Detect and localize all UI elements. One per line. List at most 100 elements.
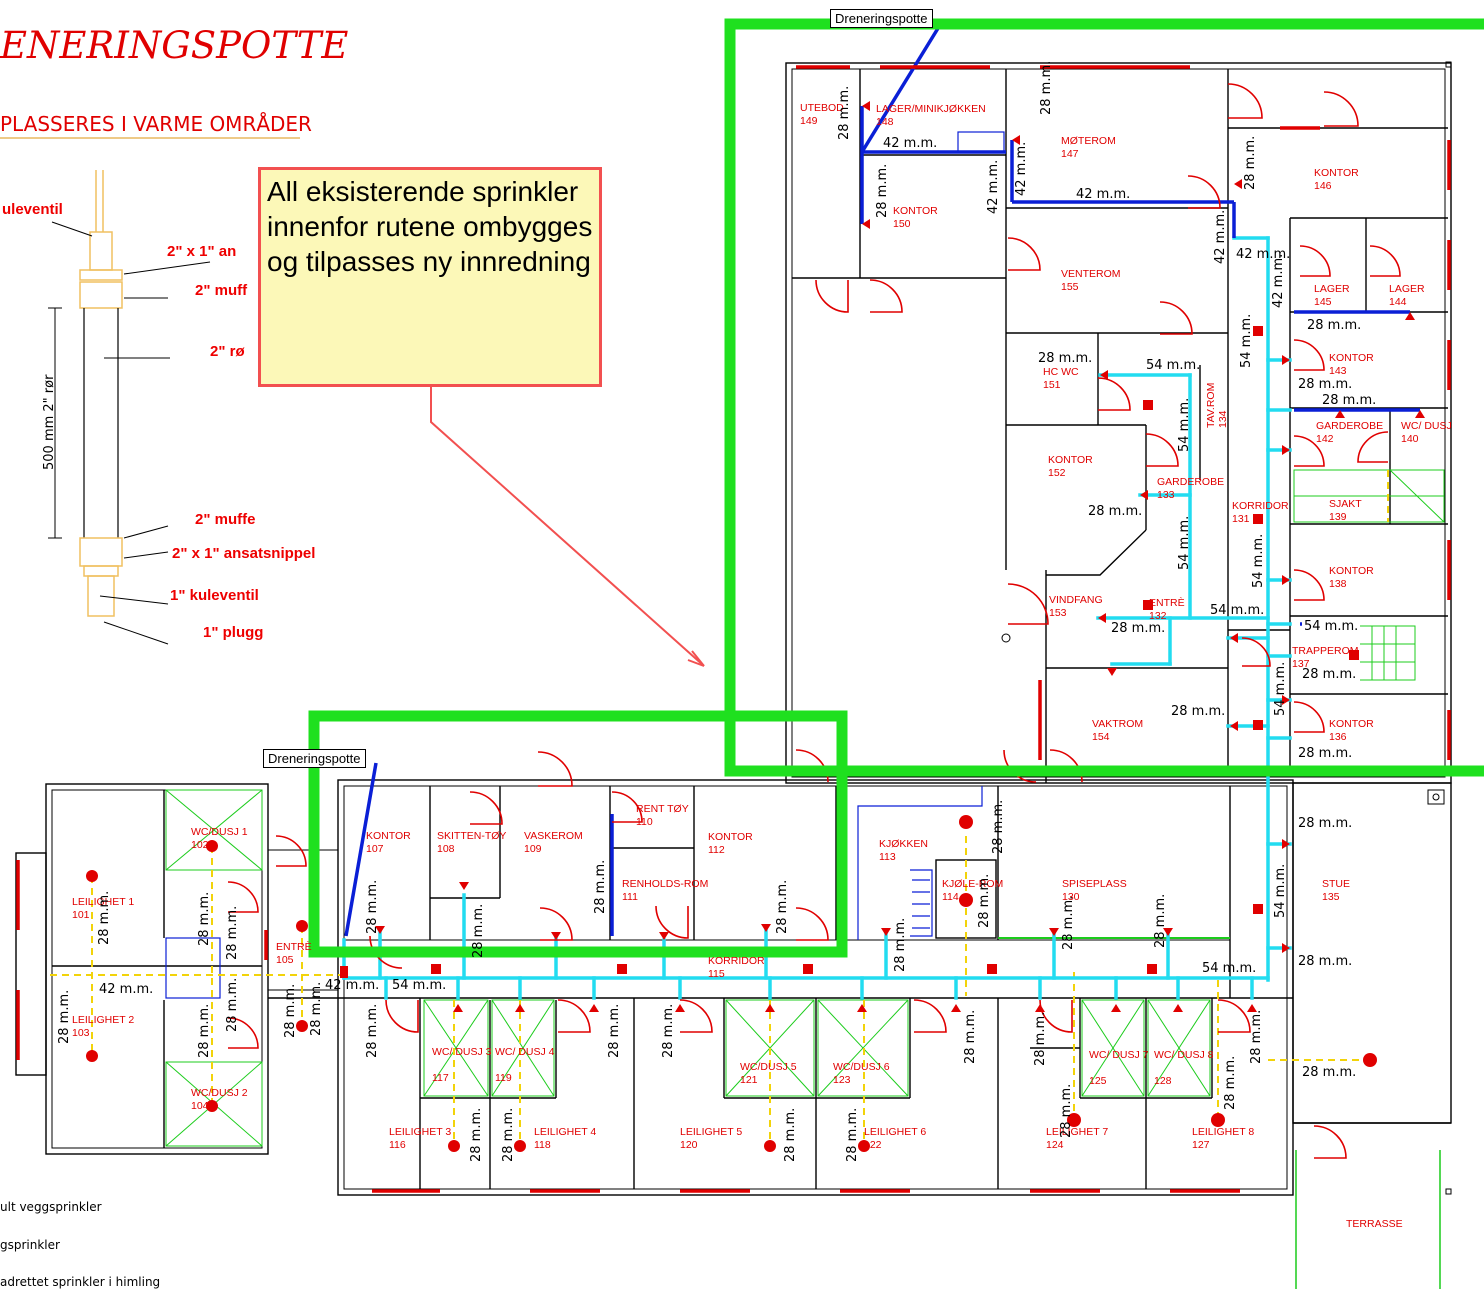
svg-text:28 m.m.: 28 m.m.: [1243, 136, 1258, 190]
svg-text:28 m.m.: 28 m.m.: [1302, 667, 1356, 682]
svg-text:54 m.m.: 54 m.m.: [1146, 358, 1200, 373]
blue-pipes: [344, 24, 1420, 937]
svg-text:42 m.m.: 42 m.m.: [1271, 254, 1286, 308]
svg-text:28 m.m.: 28 m.m.: [197, 1004, 212, 1058]
svg-text:ult veggsprinkler: ult veggsprinkler: [0, 1200, 102, 1214]
wet-rooms: [165, 469, 1445, 1289]
svg-text:42 m.m.: 42 m.m.: [1236, 247, 1290, 262]
svg-text:28 m.m.: 28 m.m.: [1298, 746, 1352, 761]
svg-text:54 m.m.: 54 m.m.: [1304, 619, 1358, 634]
svg-text:28 m.m.: 28 m.m.: [837, 86, 852, 140]
svg-text:54 m.m.: 54 m.m.: [1273, 662, 1288, 716]
svg-text:28 m.m.: 28 m.m.: [1088, 504, 1142, 519]
svg-text:28 m.m.: 28 m.m.: [57, 990, 72, 1044]
svg-text:28 m.m.: 28 m.m.: [963, 1010, 978, 1064]
detail-vertical-label: 500 mm 2" rør: [42, 374, 57, 470]
svg-text:28 m.m.: 28 m.m.: [893, 918, 908, 972]
zone-upper: [724, 18, 1484, 777]
legend: ult veggsprinkler gsprinkler adrettet sp…: [0, 1200, 160, 1289]
svg-text:28 m.m.: 28 m.m.: [1298, 954, 1352, 969]
svg-text:28 m.m.: 28 m.m.: [365, 1004, 380, 1058]
svg-text:28 m.m.: 28 m.m.: [775, 880, 790, 934]
svg-text:gsprinkler: gsprinkler: [0, 1238, 60, 1252]
note-arrow: [430, 387, 705, 667]
windows: [16, 65, 1451, 1193]
detail-label-1: uleventil: [2, 201, 63, 218]
svg-text:28 m.m.: 28 m.m.: [469, 1108, 484, 1162]
note-text: All eksisterende sprinkler innenfor rute…: [267, 176, 593, 277]
svg-text:28 m.m.: 28 m.m.: [1059, 1084, 1074, 1138]
svg-text:54 m.m.: 54 m.m.: [1273, 864, 1288, 918]
svg-text:42 m.m.: 42 m.m.: [986, 160, 1001, 214]
note-box: All eksisterende sprinkler innenfor rute…: [258, 167, 602, 387]
callout-dreneringspotte-top: Dreneringspotte: [830, 9, 933, 28]
doors: [227, 83, 1401, 1159]
svg-text:28 m.m.: 28 m.m.: [225, 906, 240, 960]
svg-text:54 m.m.: 54 m.m.: [1210, 603, 1264, 618]
callout-dreneringspotte-bottom: Dreneringspotte: [263, 749, 366, 768]
svg-text:28 m.m.: 28 m.m.: [875, 164, 890, 218]
room-terrasse: TERRASSE: [1346, 1218, 1403, 1230]
svg-text:28 m.m.: 28 m.m.: [593, 860, 608, 914]
svg-text:adrettet sprinkler i himling: adrettet sprinkler i himling: [0, 1275, 160, 1289]
svg-text:54 m.m.: 54 m.m.: [1239, 314, 1254, 368]
subtitle: PLASSERES I VARME OMRÅDER: [0, 112, 312, 136]
svg-text:28 m.m.: 28 m.m.: [845, 1108, 860, 1162]
svg-text:42 m.m.: 42 m.m.: [1014, 142, 1029, 196]
svg-text:28 m.m.: 28 m.m.: [501, 1108, 516, 1162]
svg-text:54 m.m.: 54 m.m.: [392, 978, 446, 993]
svg-text:28 m.m.: 28 m.m.: [1039, 61, 1054, 115]
svg-text:28 m.m.: 28 m.m.: [97, 891, 112, 945]
svg-text:42 m.m.: 42 m.m.: [1076, 187, 1130, 202]
svg-text:28 m.m.: 28 m.m.: [197, 892, 212, 946]
svg-text:28 m.m.: 28 m.m.: [1111, 621, 1165, 636]
svg-text:28 m.m.: 28 m.m.: [365, 880, 380, 934]
svg-text:28 m.m.: 28 m.m.: [1249, 1010, 1264, 1064]
svg-text:42 m.m.: 42 m.m.: [1213, 210, 1228, 264]
detail-label-3: 2" muff: [195, 282, 248, 299]
svg-text:28 m.m.: 28 m.m.: [1302, 1065, 1356, 1080]
kitchen-outline: [857, 786, 983, 940]
detail-label-2: 2" x 1" an: [167, 243, 236, 260]
room-134: TAV.ROM134: [1205, 383, 1229, 428]
